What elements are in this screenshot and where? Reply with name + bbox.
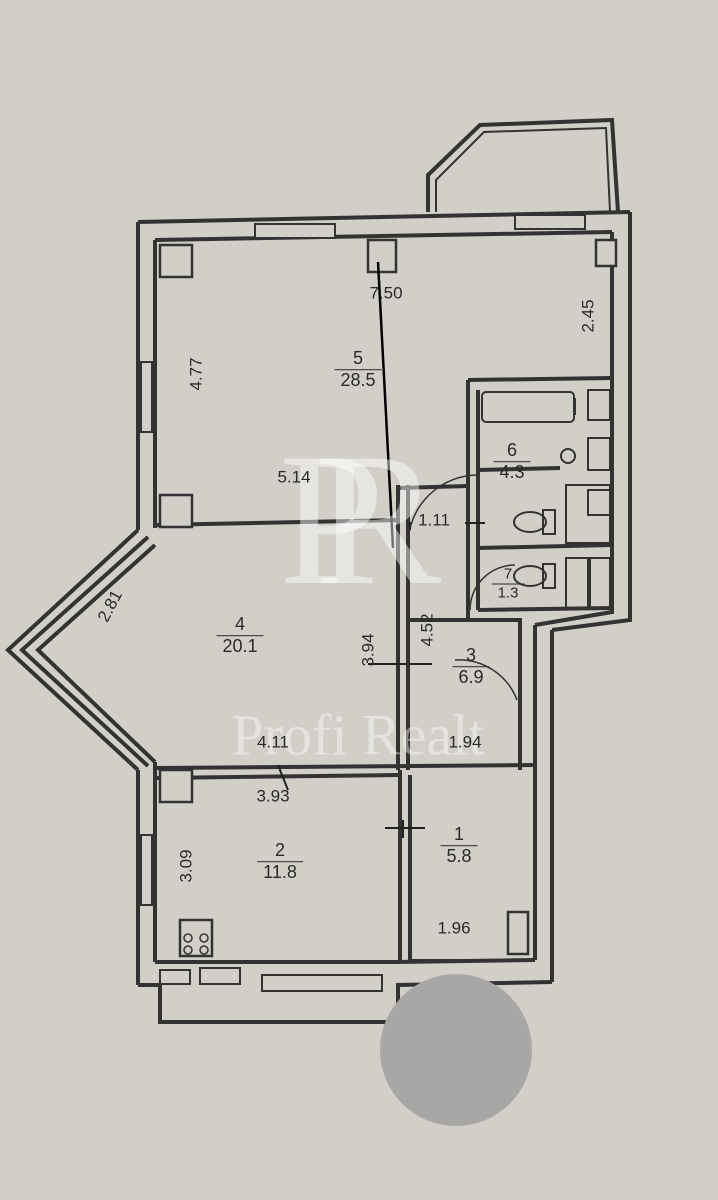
room-number: 5 (352, 348, 364, 369)
dim-corridor-length: 4.52 (417, 613, 437, 647)
room-1-label: 1 5.8 (440, 824, 478, 867)
watermark-monogram: PR (278, 415, 442, 625)
room-number: 2 (274, 840, 286, 861)
dimension-ticks (277, 522, 485, 838)
dim-room2-width: 3.93 (256, 786, 290, 806)
dim-room4-width: 4.11 (257, 732, 289, 752)
dim-corridor-width: 1.11 (418, 510, 450, 530)
room-2-label: 2 11.8 (257, 840, 303, 883)
room-area: 4.3 (493, 461, 531, 483)
dim-room5-right-height: 2.45 (578, 299, 598, 333)
dim-room5-left-height: 4.77 (186, 357, 206, 391)
room-area: 11.8 (257, 861, 303, 883)
dim-top-width: 7.50 (369, 283, 403, 303)
balcony-outline (426, 117, 620, 213)
side-windows (140, 361, 383, 992)
room-area: 6.9 (452, 666, 490, 688)
room-7-label: 7 1.3 (491, 565, 525, 602)
room-number: 4 (234, 614, 246, 635)
dim-room1-width: 1.96 (437, 918, 471, 938)
dim-room4-height: 3.94 (358, 633, 378, 667)
bathroom-fixtures (407, 389, 611, 961)
room-area: 5.8 (440, 845, 478, 867)
room-number: 7 (503, 565, 513, 583)
room-area: 20.1 (216, 635, 264, 657)
room-6-label: 6 4.3 (493, 440, 531, 483)
room-5-label: 5 28.5 (334, 348, 382, 391)
watermark-brand: Profi Realt (231, 702, 485, 768)
interior-walls (154, 376, 613, 962)
annotation-line (376, 261, 395, 549)
room-number: 1 (453, 824, 464, 845)
room-number: 3 (465, 645, 476, 666)
columns (158, 238, 618, 958)
top-window (254, 214, 586, 239)
dim-room3-width: 1.94 (448, 732, 482, 752)
dim-room5-width: 5.14 (277, 467, 311, 487)
room-area: 1.3 (491, 583, 525, 602)
room-3-label: 3 6.9 (452, 645, 490, 688)
dim-room2-height: 3.09 (176, 849, 196, 883)
stove-icon (183, 933, 209, 955)
redaction-circle (380, 974, 532, 1126)
room-4-label: 4 20.1 (216, 614, 264, 657)
room-number: 6 (506, 440, 517, 461)
room-area: 28.5 (334, 369, 382, 391)
